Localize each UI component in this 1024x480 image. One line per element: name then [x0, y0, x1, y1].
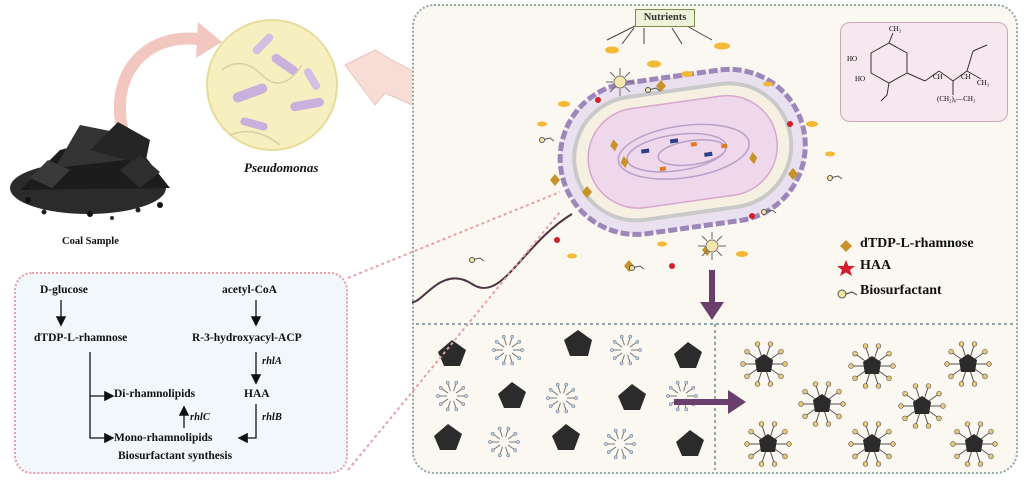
micelle-icon: [606, 68, 634, 96]
node-dtdp-l-rhamnose: dTDP-L-rhamnose: [34, 332, 128, 344]
star-icon: [837, 260, 855, 276]
chem-ho-2: HO: [855, 75, 866, 83]
curved-arrow-head: [196, 22, 222, 58]
coated-coal-icon: [848, 343, 896, 389]
legend-haa: HAA: [860, 258, 892, 273]
legend-biosurfactant: Biosurfactant: [860, 283, 942, 298]
chemical-structure-drawing: [870, 32, 988, 102]
coated-coal-icon: [944, 341, 992, 387]
legend-symbols: [837, 240, 858, 299]
rhamnolipid-structure: CH₃ HO HO CH CH (CH₂)₆—CH₃ CH₃: [840, 22, 1008, 122]
biosurfactant-molecules: [469, 87, 843, 271]
micelle-icon: [610, 334, 642, 366]
micelle-icon: [546, 382, 578, 414]
chem-chain: (CH₂)₆—CH₃: [937, 95, 976, 103]
chem-ho-1: HO: [847, 55, 858, 63]
node-mono-rhamnolipids: Mono-rhamnolipids: [114, 432, 213, 444]
micelle-icon: [698, 232, 726, 260]
coal-sample-label: Coal Sample: [62, 236, 119, 247]
curved-arrow: [113, 32, 211, 134]
diamond-icon: [840, 240, 852, 252]
micelle-icon: [488, 426, 520, 458]
flagellum: [412, 213, 573, 303]
haa-particles: [554, 97, 793, 269]
nutrients-label: Nutrients: [635, 9, 695, 27]
chem-ch-2: CH: [961, 73, 971, 81]
left-top-illustration: [10, 19, 412, 220]
panel-illustration: [412, 25, 1014, 470]
coal-pile-icon: [10, 122, 170, 220]
large-arrow-to-cell: [344, 49, 412, 106]
node-acetyl-coa: acetyl-CoA: [222, 284, 277, 296]
gene-rhla: rhlA: [262, 356, 282, 367]
node-haa: HAA: [244, 388, 270, 400]
coated-coal-icon: [848, 421, 896, 467]
biosurfactant-pathway-panel: [14, 272, 348, 474]
node-di-rhamnolipids: Di-rhamnolipids: [114, 388, 196, 400]
coated-coal-icon: [898, 383, 946, 429]
gene-rhlb: rhlB: [262, 412, 282, 423]
gene-rhlc: rhlC: [190, 412, 210, 423]
chem-ch-1: CH: [933, 73, 943, 81]
coated-coal-icon: [744, 421, 792, 467]
coated-coal-icon: [740, 341, 788, 387]
pseudomonas-culture-icon: [206, 19, 338, 151]
coated-coal-icon: [950, 421, 998, 467]
coal-and-micelles-grid: [434, 330, 704, 456]
pathway-arrows: [55, 300, 262, 444]
micelle-icon: [436, 380, 468, 412]
chem-ch3-top: CH₃: [889, 25, 902, 33]
node-r3-hydroxyacyl-acp: R-3-hydroxyacyl-ACP: [192, 332, 302, 344]
bacterium-cell-icon: [557, 66, 808, 237]
legend-dtdp-l-rhamnose: dTDP-L-rhamnose: [860, 236, 974, 251]
pathway-caption: Biosurfactant synthesis: [118, 450, 233, 462]
coated-coal-icon: [798, 381, 846, 427]
chem-ch3-side: CH₃: [977, 79, 990, 87]
micelle-icon: [604, 428, 636, 460]
nutrient-particles: [537, 42, 835, 259]
micelle-icon: [492, 334, 524, 366]
pseudomonas-label: Pseudomonas: [244, 160, 319, 175]
node-d-glucose: D-glucose: [40, 284, 88, 296]
